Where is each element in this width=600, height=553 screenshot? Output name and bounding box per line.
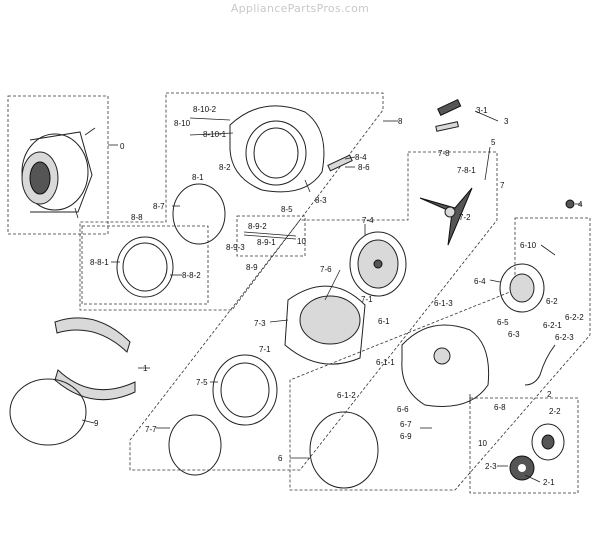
callout-6-1-3: 6-1-3 — [434, 299, 453, 308]
callout-8-7: 8-7 — [153, 202, 165, 211]
callout-8-10-1: 8-10-1 — [203, 130, 227, 139]
callout-7-8: 7-8 — [438, 149, 450, 158]
part-7-7-ring — [168, 414, 222, 476]
part-7-5-drum-front — [212, 354, 278, 426]
part-8-9-hose — [243, 231, 297, 240]
callout-6-3: 6-3 — [508, 330, 520, 339]
part-3-1-bracket — [437, 98, 462, 116]
callout-6-1: 6-1 — [378, 317, 390, 326]
part-4-bolt — [565, 199, 575, 209]
callout-7-1a: 7-1 — [361, 295, 373, 304]
box-0-assembly — [7, 95, 109, 235]
callout-8-8-2: 8-8-2 — [182, 271, 201, 280]
callout-8-10-2: 8-10-2 — [193, 105, 217, 114]
part-1-lower-weight — [54, 369, 136, 401]
part-1-upper-weight — [54, 317, 131, 353]
part-3-2-clip — [435, 121, 459, 132]
callout-8-9-1: 8-9-1 — [257, 238, 276, 247]
callout-6-1-1: 6-1-1 — [376, 358, 395, 367]
part-6-4-pulley-plate — [499, 263, 545, 313]
part-8-7-gasket — [172, 183, 226, 245]
callout-8-9: 8-9 — [246, 263, 258, 272]
callout-8-10: 8-10 — [174, 119, 191, 128]
callout-6: 6 — [278, 454, 283, 463]
callout-2-2: 2-2 — [549, 407, 561, 416]
callout-6-6: 6-6 — [397, 405, 409, 414]
part-6-1-rear-tub — [401, 324, 490, 407]
callout-7-4: 7-4 — [362, 216, 374, 225]
callout-8-1: 8-1 — [192, 173, 204, 182]
callout-8-4: 8-4 — [355, 153, 367, 162]
callout-8-5: 8-5 — [281, 205, 293, 214]
part-7-4-drum-back — [349, 231, 407, 297]
callout-8-8-1: 8-8-1 — [90, 258, 109, 267]
part-8-8-ring — [116, 236, 174, 298]
callout-8-2: 8-2 — [219, 163, 231, 172]
callout-6-2: 6-2 — [546, 297, 558, 306]
callout-8-6: 8-6 — [358, 163, 370, 172]
callout-0: 0 — [120, 142, 125, 151]
callout-8-8: 8-8 — [131, 213, 143, 222]
callout-10a: 10 — [297, 237, 306, 246]
box-8-9-hose — [236, 215, 306, 257]
box-7-drum — [129, 151, 498, 471]
box-8-front-tub — [79, 92, 384, 311]
part-7-spider — [419, 187, 473, 246]
callout-6-5: 6-5 — [497, 318, 509, 327]
callout-6-4: 6-4 — [474, 277, 486, 286]
callout-6-8: 6-8 — [494, 403, 506, 412]
callout-6-7: 6-7 — [400, 420, 412, 429]
callout-7-3: 7-3 — [254, 319, 266, 328]
callout-6-10: 6-10 — [520, 241, 537, 250]
callout-7-2: 7-2 — [459, 213, 471, 222]
callout-3-1: 3-1 — [476, 106, 488, 115]
part-6-ring — [309, 411, 379, 489]
box-8-8-ring — [81, 225, 209, 305]
callout-8-9-2: 8-9-2 — [248, 222, 267, 231]
callout-7-6: 7-6 — [320, 265, 332, 274]
callout-8-9-3: 8-9-3 — [226, 243, 245, 252]
callout-9: 9 — [94, 419, 99, 428]
callout-2-3: 2-3 — [485, 462, 497, 471]
callout-7-5: 7-5 — [196, 378, 208, 387]
part-6-2-hose — [524, 344, 556, 386]
callout-labels: 0 8-10-2 8-10 8-10-1 8 3-1 3 5 7-8 7-8-1… — [90, 105, 584, 487]
callout-6-1-2: 6-1-2 — [337, 391, 356, 400]
callout-2-1: 2-1 — [543, 478, 555, 487]
callout-6-9: 6-9 — [400, 432, 412, 441]
callout-6-2-1: 6-2-1 — [543, 321, 562, 330]
part-7-6-drum — [284, 285, 366, 365]
callout-7-7: 7-7 — [145, 425, 157, 434]
callout-6-2-3: 6-2-3 — [555, 333, 574, 342]
callout-8: 8 — [398, 117, 403, 126]
part-2-2-pulley — [531, 423, 565, 461]
part-9-ring — [9, 378, 87, 446]
callout-7-8-1: 7-8-1 — [457, 166, 476, 175]
callout-3: 3 — [504, 117, 509, 126]
box-6-rear-tub — [289, 217, 591, 491]
watermark: AppliancePartsPros.com — [230, 2, 370, 15]
leader-lines — [81, 110, 582, 483]
callout-4: 4 — [578, 200, 583, 209]
part-8-front-tub — [229, 105, 353, 193]
callout-2: 2 — [547, 390, 552, 399]
part-2-3-nut — [509, 455, 535, 481]
callout-6-2-2: 6-2-2 — [565, 313, 584, 322]
callout-5: 5 — [491, 138, 496, 147]
part-0-tub-assembly — [21, 127, 96, 219]
callout-7: 7 — [500, 181, 505, 190]
callout-8-3: 8-3 — [315, 196, 327, 205]
callout-1: 1 — [143, 364, 148, 373]
callout-7-1b: 7-1 — [259, 345, 271, 354]
callout-10b: 10 — [478, 439, 487, 448]
box-2-pulley — [469, 397, 579, 494]
